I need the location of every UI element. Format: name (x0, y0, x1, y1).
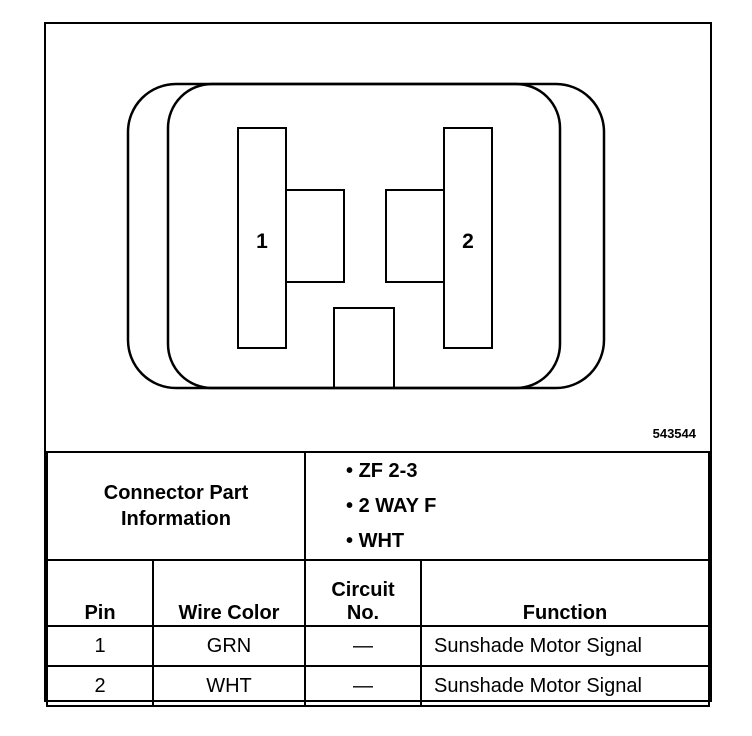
part-info-label-line1: Connector Part (103, 482, 249, 504)
header-circuit: Circuit No. (304, 559, 422, 627)
part-info-item: 2 WAY F (346, 489, 708, 524)
table-row: 1 GRN — Sunshade Motor Signal (46, 625, 710, 667)
cell-circuit: — (304, 665, 422, 707)
pin-2-label: 2 (462, 230, 474, 253)
header-wire-color: Wire Color (152, 559, 306, 627)
terminal-1-tab (285, 189, 345, 283)
part-info-label: Connector Part Information (46, 451, 306, 561)
terminal-2-tab (385, 189, 445, 283)
header-circuit-line2: No. (346, 602, 380, 624)
figure-id: 543544 (652, 426, 696, 441)
part-info-row: Connector Part Information ZF 2-3 2 WAY … (46, 451, 710, 561)
connector-inner-body (166, 82, 562, 390)
cell-circuit: — (304, 625, 422, 667)
header-circuit-line1: Circuit (331, 579, 395, 601)
connector-face-drawing: 1 2 (126, 82, 606, 390)
part-info-label-line2: Information (121, 508, 231, 530)
part-info-list: ZF 2-3 2 WAY F WHT (304, 451, 710, 561)
header-function: Function (420, 559, 710, 627)
table-row: 2 WHT — Sunshade Motor Signal (46, 665, 710, 707)
cell-wire-color: GRN (152, 625, 306, 667)
cell-function: Sunshade Motor Signal (420, 625, 710, 667)
connector-info-table: Connector Part Information ZF 2-3 2 WAY … (46, 451, 710, 707)
connector-outer-shell (126, 82, 606, 390)
cell-wire-color: WHT (152, 665, 306, 707)
connector-frame: 1 2 543544 Connector Part Information ZF… (44, 22, 712, 707)
header-pin: Pin (46, 559, 154, 627)
cell-pin: 1 (46, 625, 154, 667)
cell-function: Sunshade Motor Signal (420, 665, 710, 707)
pin-1-label: 1 (256, 230, 268, 253)
part-info-item: WHT (346, 524, 708, 559)
table-header-row: Pin Wire Color Circuit No. Function (46, 559, 710, 627)
connector-diagram: 1 2 543544 (46, 24, 710, 453)
cell-pin: 2 (46, 665, 154, 707)
connector-key (333, 307, 395, 389)
part-info-item: ZF 2-3 (346, 454, 708, 489)
